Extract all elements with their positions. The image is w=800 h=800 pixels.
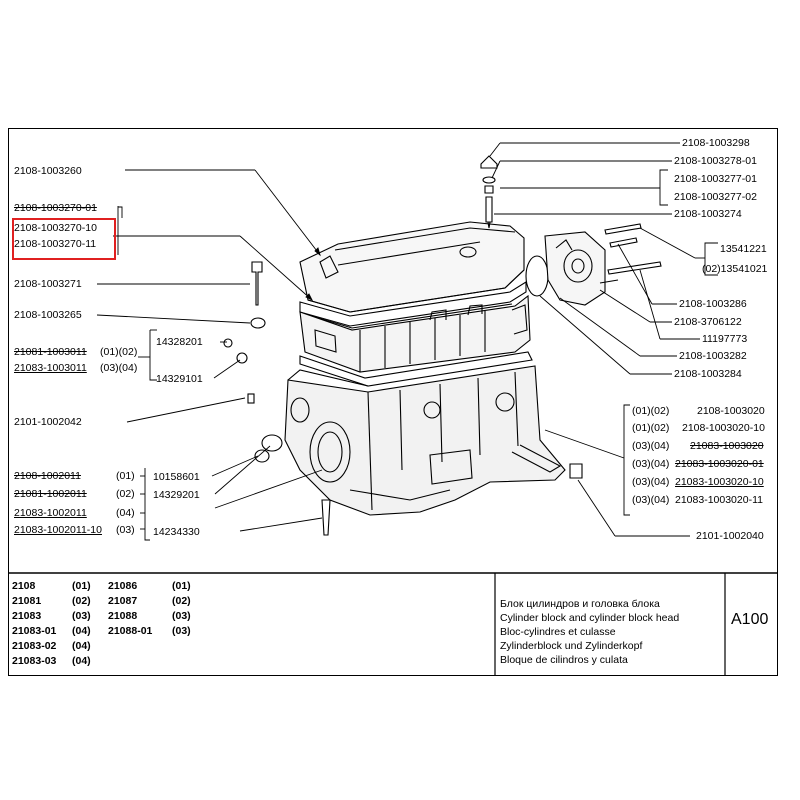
callout-label: 14328201 bbox=[156, 336, 203, 348]
model-code: (01) bbox=[172, 580, 191, 592]
callout-variant: (01) bbox=[116, 470, 135, 482]
drawing-sheet bbox=[8, 128, 778, 676]
callout-label: 2108-1003298 bbox=[682, 137, 750, 149]
callout-label: 2108-1002011 bbox=[14, 470, 81, 482]
callout-label: 2108-1003277-01 bbox=[674, 173, 757, 185]
model-name: 21083-02 bbox=[12, 640, 57, 652]
callout-label: 2108-1003265 bbox=[14, 309, 82, 321]
callout-label: 21083-1002011 bbox=[14, 507, 87, 519]
callout-label: 2108-1003020-10 bbox=[682, 422, 765, 434]
callout-label: 2108-1003270-10 bbox=[14, 222, 97, 234]
model-code: (04) bbox=[72, 625, 91, 637]
callout-label: 21083-1003020-10 bbox=[675, 476, 764, 488]
callout-variant: (01)(02) bbox=[100, 346, 138, 358]
callout-label: 21083-1003020-01 bbox=[675, 458, 764, 470]
callout-label: 21083-1003011 bbox=[14, 362, 87, 374]
callout-label: 2108-1003270-11 bbox=[14, 238, 97, 250]
model-code: (01) bbox=[72, 580, 91, 592]
callout-label: 2108-1003274 bbox=[674, 208, 742, 220]
callout-variant: (03) bbox=[116, 524, 135, 536]
title-en: Cylinder block and cylinder block head bbox=[500, 612, 680, 624]
callout-label: 2108-1003020 bbox=[697, 405, 765, 417]
callout-label: (02)13541021 bbox=[702, 263, 768, 275]
callout-label: 2108-1003278-01 bbox=[674, 155, 757, 167]
callout-label: 2101-1002040 bbox=[696, 530, 764, 542]
callout-variant: (04) bbox=[116, 507, 135, 519]
callout-variant: (03)(04) bbox=[632, 494, 670, 506]
callout-label: 21083-1002011-10 bbox=[14, 524, 102, 536]
leader-lines bbox=[96, 142, 718, 541]
model-code: (04) bbox=[72, 655, 91, 667]
callout-variant: (01)(02) bbox=[632, 405, 670, 417]
callout-label: 21081-1003011 bbox=[14, 346, 87, 358]
callout-label: 2108-1003270-01 bbox=[14, 202, 97, 214]
callout-label: 2108-1003286 bbox=[679, 298, 747, 310]
callout-label: 2108-1003260 bbox=[14, 165, 82, 177]
title-fr: Bloc-cylindres et culasse bbox=[500, 626, 616, 638]
callout-label: 21083-1003020 bbox=[690, 440, 764, 452]
model-name: 21088-01 bbox=[108, 625, 153, 637]
callout-label: 2108-1003277-02 bbox=[674, 191, 757, 203]
callout-label: 2108-3706122 bbox=[674, 316, 742, 328]
callout-label: 14234330 bbox=[153, 526, 200, 538]
callout-label: 11197773 bbox=[702, 333, 748, 345]
callout-label: 21083-1003020-11 bbox=[675, 494, 763, 506]
model-name: 21086 bbox=[108, 580, 138, 592]
model-name: 21081 bbox=[12, 595, 42, 607]
engine-block-illustration bbox=[223, 155, 662, 536]
model-code: (02) bbox=[72, 595, 91, 607]
model-name: 21083-01 bbox=[12, 625, 57, 637]
callout-variant: (03)(04) bbox=[632, 458, 670, 470]
callout-variant: (03)(04) bbox=[632, 476, 670, 488]
model-name: 21088 bbox=[108, 610, 138, 622]
title-es: Bloque de cilindros y culata bbox=[500, 654, 628, 666]
page-id: A100 bbox=[731, 611, 769, 628]
title-ru: Блок цилиндров и головка блока bbox=[500, 598, 660, 610]
model-name: 21083 bbox=[12, 610, 42, 622]
callout-variant: (03)(04) bbox=[632, 440, 670, 452]
callout-label: 2108-1003271 bbox=[14, 278, 82, 290]
callout-variant: (03)(04) bbox=[100, 362, 138, 374]
model-code: (03) bbox=[72, 610, 91, 622]
highlight-box bbox=[12, 218, 116, 260]
title-de: Zylinderblock und Zylinderkopf bbox=[500, 640, 643, 652]
callout-variant: (02) bbox=[116, 488, 135, 500]
model-name: 21083-03 bbox=[12, 655, 57, 667]
model-name: 2108 bbox=[12, 580, 36, 592]
callout-label: 21081-1002011 bbox=[14, 488, 87, 500]
callout-label: 10158601 bbox=[153, 471, 200, 483]
model-code: (03) bbox=[172, 610, 191, 622]
model-code: (03) bbox=[172, 625, 191, 637]
model-code: (02) bbox=[172, 595, 191, 607]
callout-label: 2108-1003282 bbox=[679, 350, 747, 362]
model-name: 21087 bbox=[108, 595, 138, 607]
model-code: (04) bbox=[72, 640, 91, 652]
callout-label: 14329101 bbox=[156, 373, 203, 385]
callout-label: 14329201 bbox=[153, 489, 200, 501]
callout-variant: (01)(02) bbox=[632, 422, 670, 434]
callout-label: 13541221 bbox=[720, 243, 767, 255]
callout-label: 2108-1003284 bbox=[674, 368, 742, 380]
callout-label: 2101-1002042 bbox=[14, 416, 82, 428]
